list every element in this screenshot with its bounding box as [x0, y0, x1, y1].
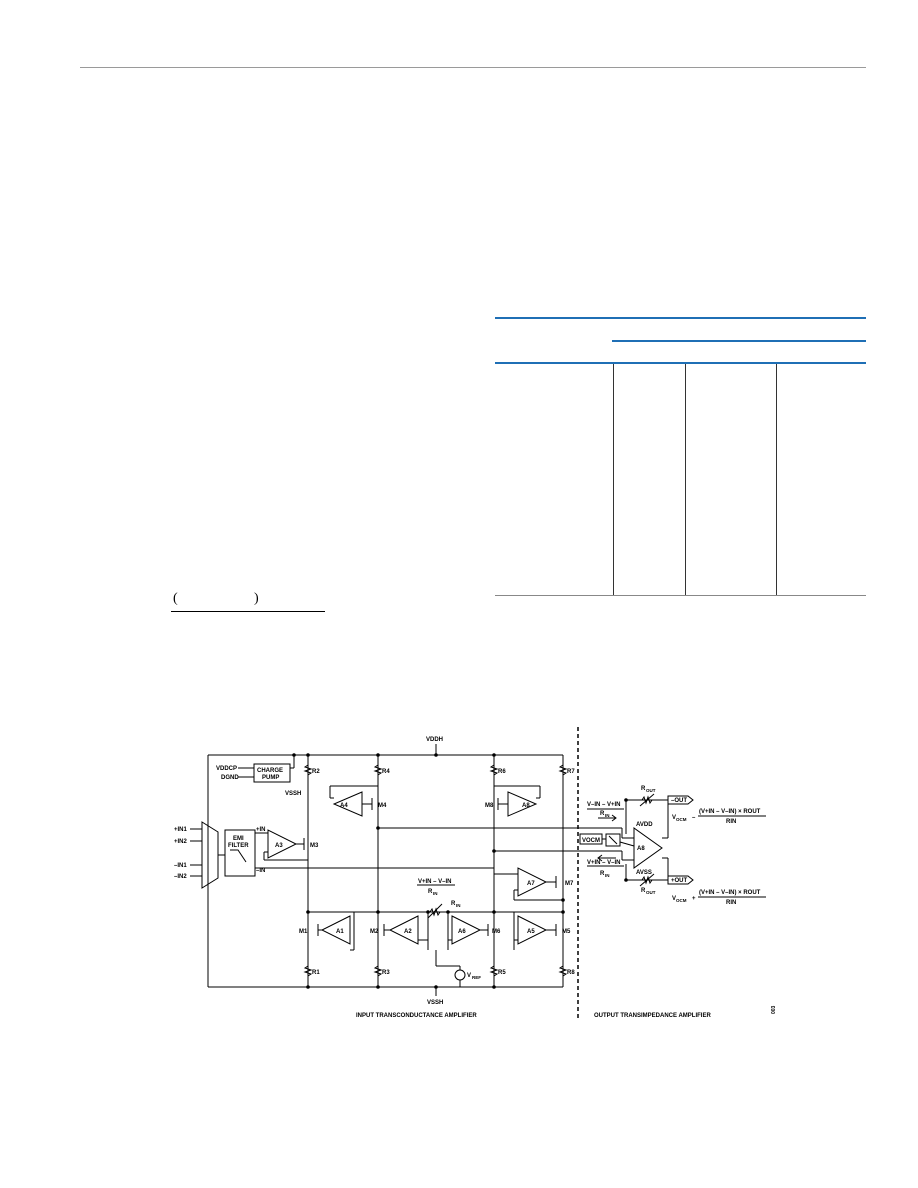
label-eq-top-left-sub: OCM: [676, 817, 687, 822]
label-a8-mid: A8: [522, 803, 530, 809]
label-eq-top-num: (V+IN – V–IN) × ROUT: [699, 809, 761, 815]
label-r2: R2: [312, 769, 320, 775]
table-header-rule: [495, 362, 866, 364]
label-emi-2: FILTER: [228, 843, 249, 849]
label-m7: M7: [565, 881, 574, 887]
label-rout-top-sub: OUT: [646, 788, 656, 793]
label-eq-top-den: RIN: [726, 819, 736, 825]
label-a7: A7: [527, 881, 535, 887]
label-vssh-bottom: VSSH: [427, 1000, 443, 1006]
label-in2-neg: –IN2: [174, 874, 187, 880]
label-plus-in: +IN: [256, 827, 266, 833]
label-rin-out-bot-sub: IN: [605, 873, 610, 878]
label-m8: M8: [485, 803, 494, 809]
label-charge-pump-2: PUMP: [262, 775, 279, 781]
label-vref: V: [467, 973, 471, 979]
label-r7: R7: [567, 769, 575, 775]
label-vin-diff-rin-sub: IN: [433, 891, 438, 896]
label-vref-sub: REF: [472, 975, 481, 980]
label-out-pos: +OUT: [671, 878, 688, 884]
label-vpos-minus-vneg: V+IN – V–IN: [587, 860, 621, 866]
caption-output-stage: OUTPUT TRANSIMPEDANCE AMPLIFIER: [594, 1013, 711, 1019]
label-r3: R3: [382, 970, 390, 976]
label-rin: R: [451, 901, 456, 907]
label-eq-bot-den: RIN: [726, 900, 736, 906]
label-out-neg: –OUT: [671, 798, 687, 804]
label-dgnd: DGND: [221, 775, 239, 781]
table-col-divider-3: [776, 364, 777, 595]
label-rout-bot: R: [641, 888, 646, 894]
label-emi-1: EMI: [233, 836, 244, 842]
label-a4: A4: [340, 803, 348, 809]
label-in1-pos: +IN1: [174, 827, 188, 833]
label-avss: AVSS: [636, 870, 652, 876]
table-bottom-rule: [495, 595, 866, 596]
label-m4: M4: [378, 803, 387, 809]
table-top-rule: [495, 317, 866, 319]
label-m3: M3: [310, 843, 319, 849]
table-col-divider-2: [685, 364, 686, 595]
label-vin-diff-rin: R: [428, 889, 433, 895]
equation-close-paren: ): [254, 591, 259, 606]
caption-input-stage: INPUT TRANSCONDUCTANCE AMPLIFIER: [356, 1013, 477, 1019]
label-a1: A1: [336, 929, 344, 935]
label-in1-neg: –IN1: [174, 863, 187, 869]
label-r4: R4: [382, 769, 390, 775]
label-rin-out-bot: R: [600, 871, 605, 877]
label-vddcp: VDDCP: [216, 766, 237, 772]
label-m2: M2: [370, 929, 379, 935]
label-m5: M5: [562, 929, 571, 935]
label-r5: R5: [498, 970, 506, 976]
label-a5: A5: [527, 929, 535, 935]
label-vddh: VDDH: [426, 737, 443, 743]
label-vssh-cp: VSSH: [285, 791, 301, 797]
label-a2: A2: [404, 929, 412, 935]
label-charge-pump-1: CHARGE: [257, 768, 283, 774]
label-rin-out-top: R: [600, 811, 605, 817]
equation-fraction-bar: [171, 611, 325, 612]
equation-open-paren: (: [173, 591, 178, 606]
label-eq-bot-left: V: [672, 896, 676, 902]
label-a3: A3: [275, 843, 283, 849]
label-vin-diff-top: V+IN – V–IN: [418, 879, 452, 885]
label-in2-pos: +IN2: [174, 839, 188, 845]
figure-id: 003: [771, 1005, 777, 1014]
label-eq-bot-num: (V+IN – V–IN) × ROUT: [699, 890, 761, 896]
label-eq-top-left: V: [672, 815, 676, 821]
label-rout-top: R: [641, 786, 646, 792]
label-m6: M6: [492, 929, 501, 935]
label-rout-bot-sub: OUT: [646, 890, 656, 895]
label-vneg-minus-vpos: V–IN – V+IN: [587, 802, 621, 808]
label-vocm: VOCM: [582, 838, 600, 844]
label-a8-out: A8: [637, 846, 645, 852]
label-r1: R1: [312, 970, 320, 976]
header-rule: [80, 67, 866, 68]
label-eq-top-op: –: [692, 815, 696, 821]
label-rin-out-top-sub: IN: [605, 813, 610, 818]
label-a6: A6: [458, 929, 466, 935]
label-avdd: AVDD: [636, 822, 653, 828]
label-rin-sub: IN: [456, 903, 461, 908]
label-r8: R8: [567, 970, 575, 976]
table-col-divider-1: [613, 364, 614, 595]
label-eq-bot-left-sub: OCM: [676, 898, 687, 903]
label-m1: M1: [299, 929, 308, 935]
table-group-rule: [612, 340, 866, 342]
label-minus-in: –IN: [256, 868, 265, 874]
label-r6: R6: [498, 769, 506, 775]
label-eq-bot-op: +: [692, 896, 696, 902]
